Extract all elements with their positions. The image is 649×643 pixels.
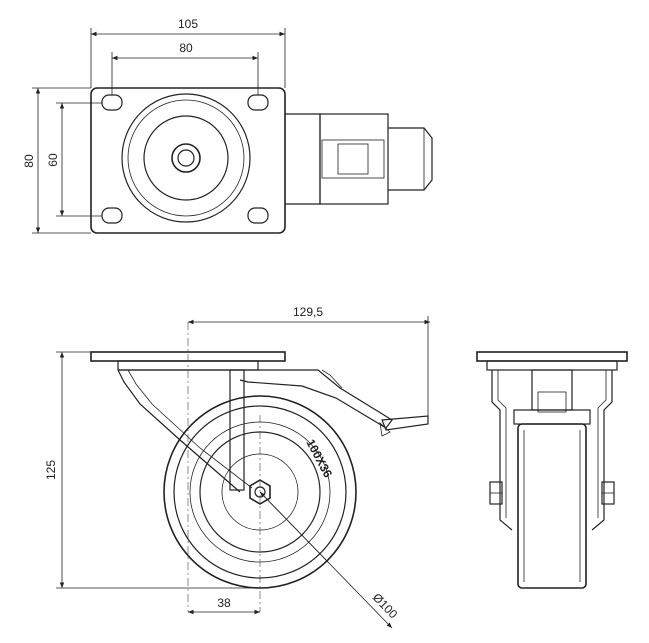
brake-window [321, 139, 385, 179]
dim-top-height-inner: 60 [46, 153, 60, 167]
dim-top-height-outer: 80 [22, 154, 36, 168]
axle-nut [249, 479, 271, 505]
brake-body [319, 113, 389, 205]
side-view: 100X36 129,5 125 38 Ø100 [44, 305, 430, 629]
dim-wheel-diameter: Ø100 [370, 590, 401, 621]
kingpin-outer [171, 143, 201, 173]
front-wheel [517, 423, 587, 589]
kingpin-inner [177, 149, 195, 167]
front-plate [476, 351, 628, 362]
brake-pedal-block [337, 143, 369, 175]
fork-left [491, 370, 513, 531]
fork-right [591, 370, 613, 531]
dim-side-height: 125 [44, 460, 58, 480]
fork-leg [229, 369, 245, 491]
dim-top-width-outer: 105 [178, 17, 198, 31]
swivel-ring-3 [143, 115, 229, 201]
dim-side-length: 129,5 [293, 305, 323, 319]
dim-offset: 38 [217, 596, 231, 610]
brake-pedal-tip [388, 127, 433, 191]
brake-housing [285, 113, 321, 205]
swivel-ring-2 [127, 99, 245, 217]
bolt-hole-br [247, 207, 269, 224]
top-view: 105 80 80 60 [22, 17, 433, 234]
bolt-hole-tr [247, 94, 269, 111]
fork-arm [118, 369, 393, 429]
bolt-hole-bl [101, 207, 123, 224]
front-view [476, 351, 628, 589]
dim-top-width-inner: 80 [179, 41, 193, 55]
bolt-hole-tl [101, 94, 123, 111]
swivel-ring-outer [121, 93, 251, 223]
top-plate-outline [90, 87, 286, 234]
